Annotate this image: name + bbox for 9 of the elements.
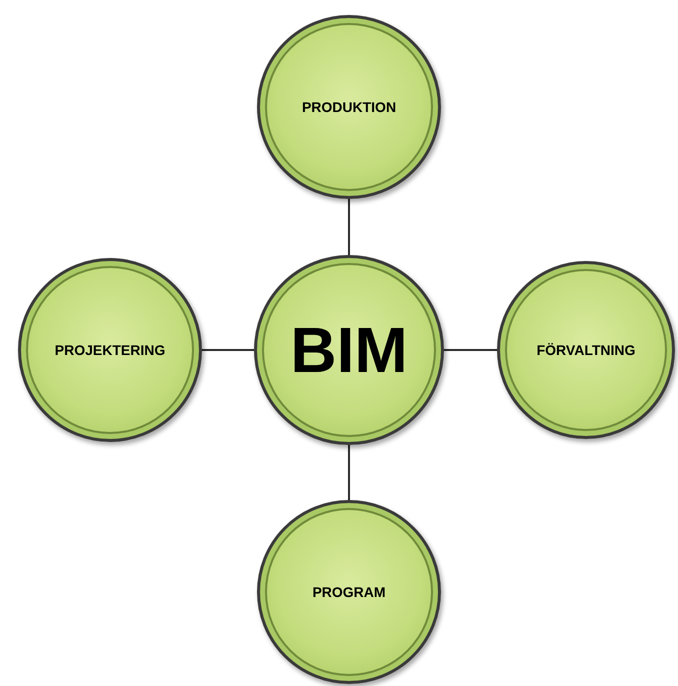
connector-line — [348, 199, 350, 255]
node-label: PROGRAM — [312, 584, 386, 600]
connector-line — [348, 445, 350, 500]
connector-line — [202, 349, 254, 351]
node-label: BIM — [290, 313, 408, 387]
connector-line — [444, 349, 497, 351]
node-label: PROJEKTERING — [54, 342, 166, 358]
node-label: PRODUKTION — [302, 99, 396, 115]
node-label: FÖRVALTNING — [536, 342, 636, 358]
